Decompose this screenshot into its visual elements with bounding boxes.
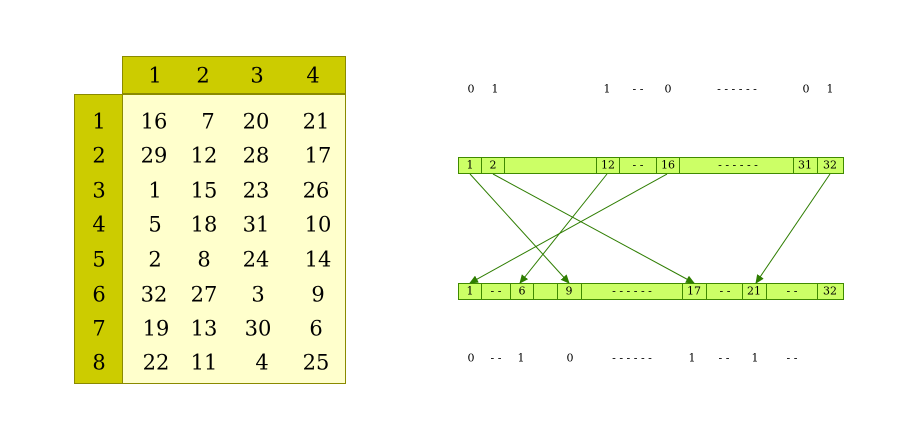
bottom-bit: 0: [566, 351, 574, 365]
table-cell: 27: [190, 282, 218, 307]
table-cell: 9: [311, 282, 325, 307]
bottom-bit: 1: [688, 351, 696, 365]
table-cell: 7: [201, 109, 215, 134]
table-cell: 5: [148, 212, 162, 237]
table-cell: 12: [190, 143, 218, 168]
bar-label: - - - - - -: [612, 284, 652, 298]
arrow-16-to-1: [469, 173, 668, 284]
bar-label: 17: [687, 284, 701, 298]
bar-label: 32: [823, 284, 837, 298]
table-cell: 21: [302, 109, 330, 134]
row-header: 6: [92, 282, 106, 307]
bar-label: 31: [798, 158, 812, 172]
column-header-band: 1 2 3 4: [122, 56, 346, 94]
table-cell: 10: [304, 212, 332, 237]
output-bit-bar: 1 - - 6 9 - - - - - - 17 - - 21 - - 32: [458, 283, 844, 300]
bar-label: - -: [786, 284, 798, 298]
table-cell: 8: [197, 247, 211, 272]
table-cell: 15: [190, 178, 218, 203]
bar-label: 16: [661, 158, 675, 172]
bar-label: 9: [565, 284, 573, 298]
bar-segment: [682, 283, 707, 300]
top-bit: 1: [491, 82, 499, 96]
row-header: 2: [92, 143, 106, 168]
table-cell: 26: [302, 178, 330, 203]
top-bit: 0: [664, 82, 672, 96]
top-bit: 0: [467, 82, 475, 96]
bottom-bit: - -: [786, 351, 798, 365]
top-bit: - -: [632, 82, 644, 96]
bar-segment: [596, 157, 620, 174]
table-cell: 13: [190, 316, 218, 341]
bar-label: 2: [489, 158, 497, 172]
table-cell: 31: [242, 212, 270, 237]
bottom-bit: 1: [517, 351, 525, 365]
column-header: 4: [306, 63, 320, 88]
bar-label: 1: [466, 284, 474, 298]
arrow-12-to-6: [519, 173, 608, 284]
row-header-band: 1 2 3 4 5 6 7 8: [74, 94, 123, 384]
bar-label: - -: [719, 284, 731, 298]
bottom-bit: - - - - - -: [612, 351, 652, 365]
table-cell: 14: [304, 247, 332, 272]
table-cell: 22: [142, 350, 170, 375]
bar-segment: [817, 157, 844, 174]
column-header: 1: [148, 63, 162, 88]
input-bit-bar: 1 2 12 - - 16 - - - - - - 31 32: [458, 157, 844, 174]
table-cell: 16: [140, 109, 168, 134]
bottom-bit: 0: [467, 351, 475, 365]
row-header: 1: [92, 109, 106, 134]
permutation-table: 16 7 20 21 29 12 28 17 1 15 23 26 5 18 3…: [122, 94, 346, 384]
table-cell: 19: [142, 316, 170, 341]
row-header: 8: [92, 350, 106, 375]
bar-segment: [817, 283, 844, 300]
table-cell: 18: [190, 212, 218, 237]
table-cell: 29: [140, 143, 168, 168]
row-header: 7: [92, 316, 106, 341]
table-cell: 1: [148, 178, 162, 203]
top-bit: 1: [826, 82, 834, 96]
top-bit: 0: [802, 82, 810, 96]
bar-label: - -: [490, 284, 502, 298]
table-cell: 6: [309, 316, 323, 341]
table-cell: 3: [251, 282, 265, 307]
bottom-bit: - -: [490, 351, 502, 365]
bar-label: 1: [466, 158, 474, 172]
bar-label: - - - - - -: [718, 158, 758, 172]
bar-segment: [481, 157, 505, 174]
arrow-1-to-9: [469, 173, 570, 284]
table-cell: 28: [242, 143, 270, 168]
bottom-bit: 1: [751, 351, 759, 365]
row-header: 4: [92, 212, 106, 237]
bar-label: 32: [823, 158, 837, 172]
column-header: 3: [250, 63, 264, 88]
bar-segment: [656, 157, 680, 174]
bar-segment: [742, 283, 767, 300]
bar-label: 6: [518, 284, 526, 298]
top-bit: 1: [603, 82, 611, 96]
arrow-32-to-21: [755, 173, 831, 284]
bottom-bit: - -: [718, 351, 730, 365]
table-cell: 25: [302, 350, 330, 375]
table-cell: 30: [244, 316, 272, 341]
table-cell: 32: [140, 282, 168, 307]
bar-label: 12: [601, 158, 615, 172]
table-cell: 20: [242, 109, 270, 134]
bar-label: 21: [747, 284, 761, 298]
column-header: 2: [196, 63, 210, 88]
bar-segment: [458, 283, 482, 300]
table-cell: 24: [242, 247, 270, 272]
row-header: 5: [92, 247, 106, 272]
row-header: 3: [92, 178, 106, 203]
top-bit: - - - - - -: [717, 82, 757, 96]
table-cell: 4: [255, 350, 269, 375]
table-cell: 2: [148, 247, 162, 272]
table-cell: 11: [190, 350, 218, 375]
arrow-2-to-17: [492, 173, 695, 284]
table-cell: 23: [242, 178, 270, 203]
table-cell: 17: [304, 143, 332, 168]
bar-label: - -: [632, 158, 644, 172]
